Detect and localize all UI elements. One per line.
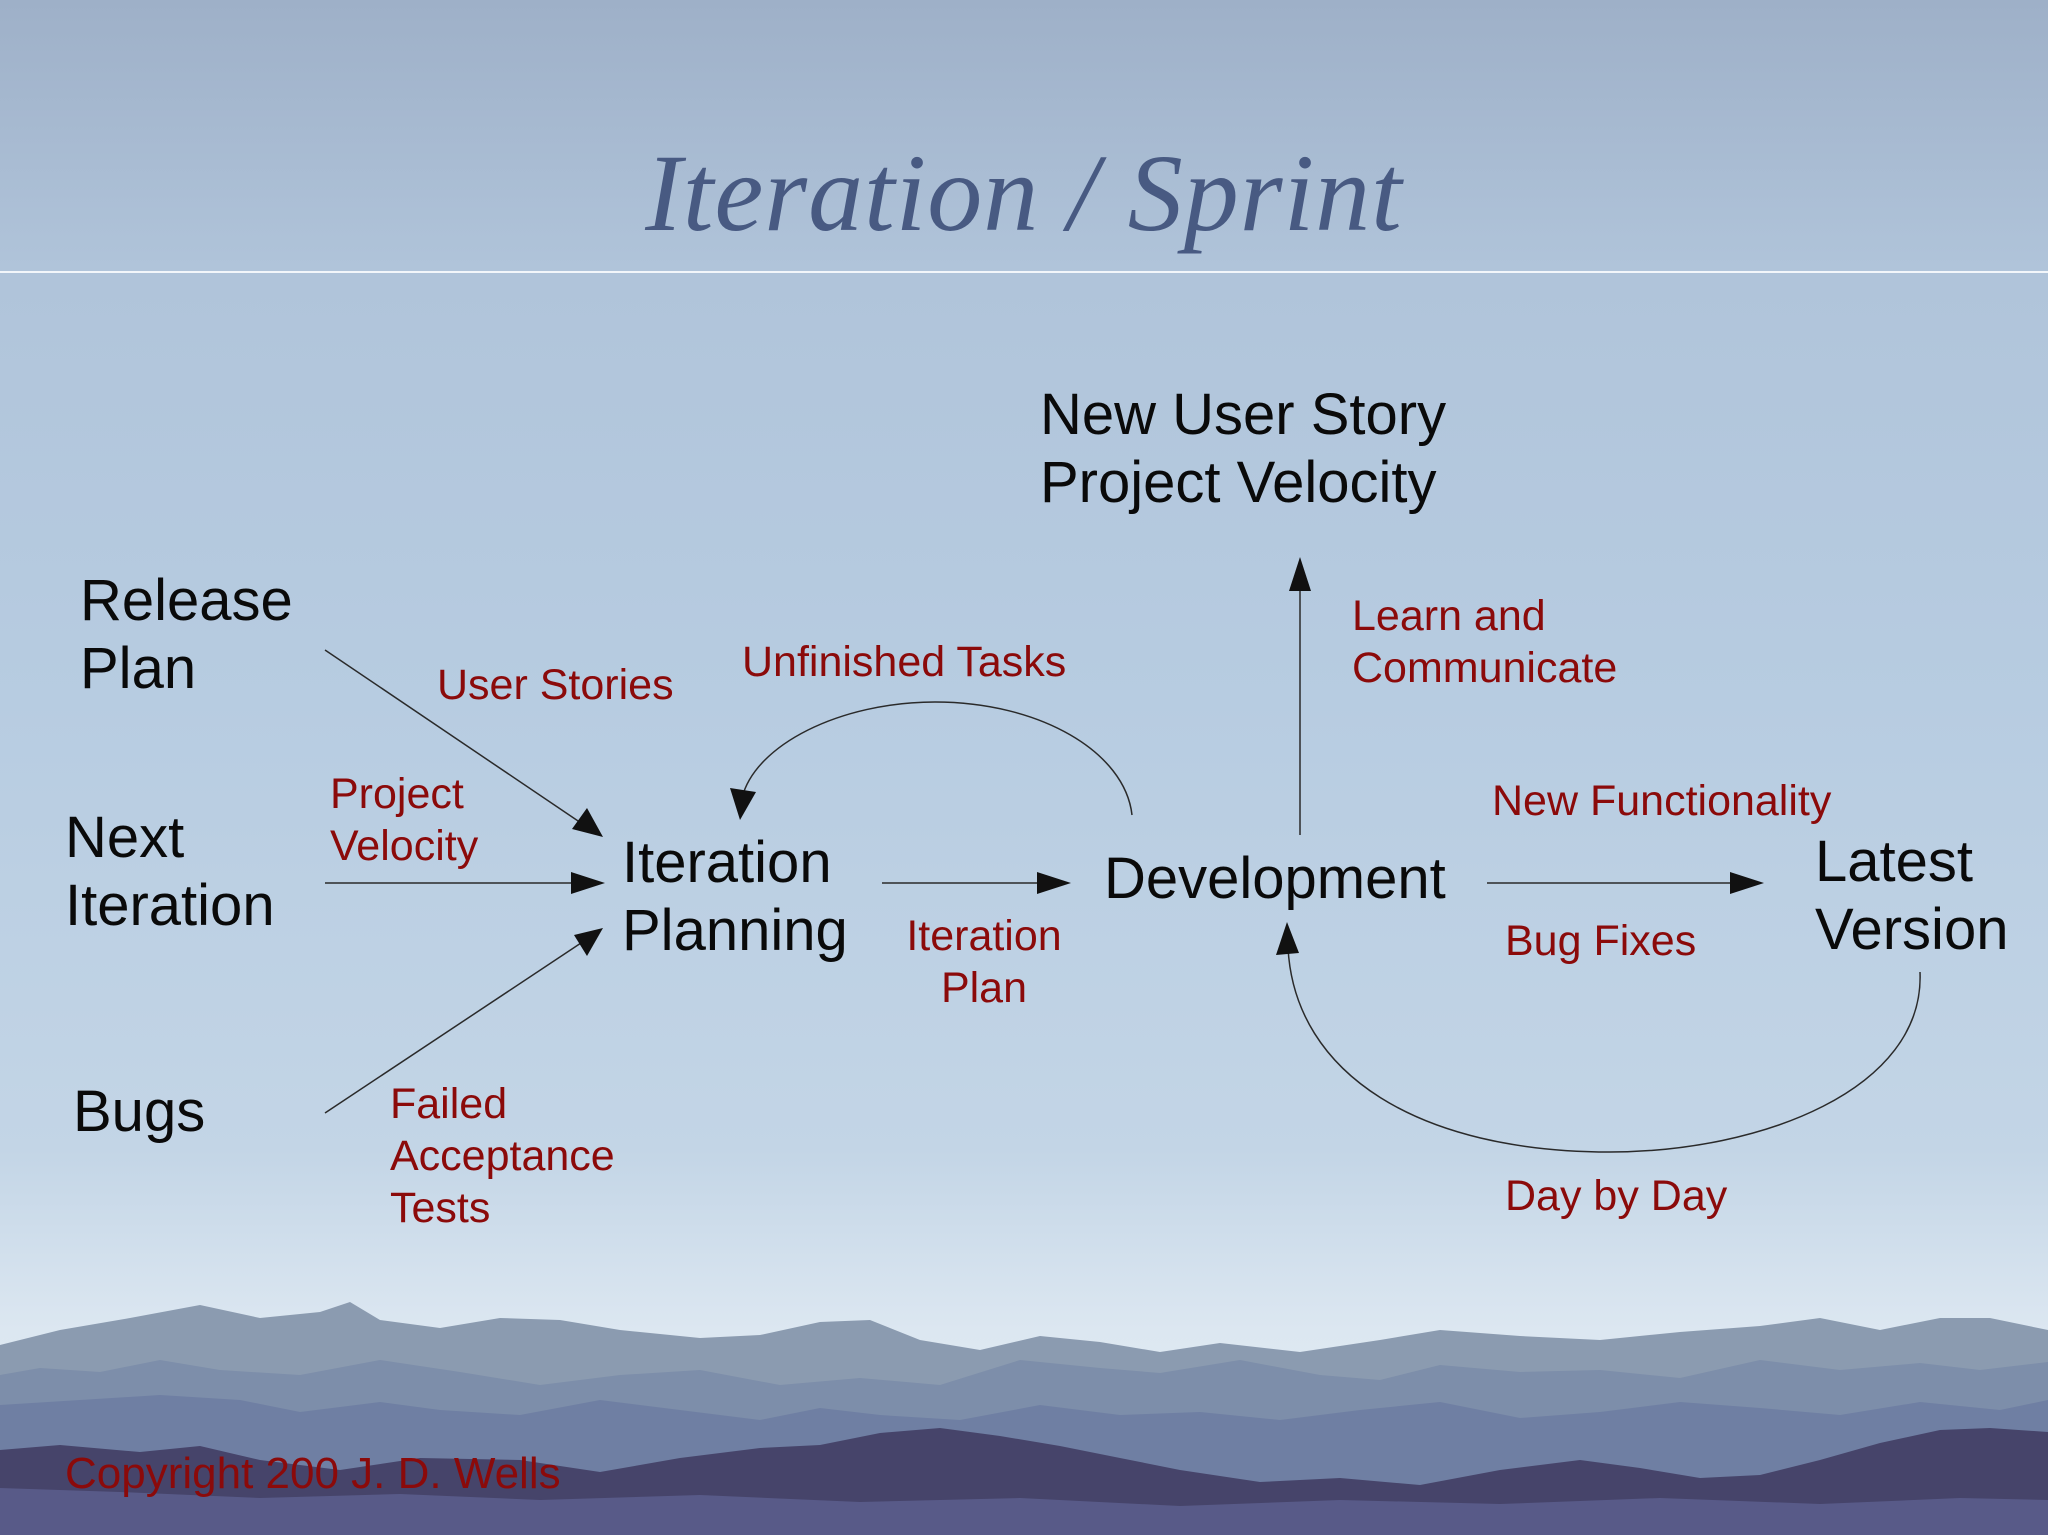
node-bugs: Bugs [73,1079,206,1144]
label-unfinished-tasks: Unfinished Tasks [742,638,1067,686]
node-latest-version: Latest Version [1815,828,2008,964]
node-iteration-planning-line-1: Iteration [622,830,832,895]
label-bug-fixes: Bug Fixes [1505,917,1697,965]
label-user-stories: User Stories [437,661,674,709]
copyright-notice: Copyright 200 J. D. Wells [65,1449,561,1498]
node-release-plan: Release Plan [80,567,293,703]
node-new-user-story-line-2: Project Velocity [1040,450,1437,515]
node-release-plan-line-1: Release [80,568,293,633]
node-development: Development [1104,846,1446,911]
mountain-range-foreground [0,1488,2048,1535]
node-new-user-story: New User Story Project Velocity [1040,381,1446,517]
node-next-iteration-line-2: Iteration [65,873,275,938]
node-latest-version-line-1: Latest [1815,829,1973,894]
node-new-user-story-line-1: New User Story [1040,382,1447,447]
node-next-iteration-line-1: Next [65,805,185,870]
label-iteration-plan-line-1: Iteration [906,912,1062,960]
title-divider [0,271,2048,273]
node-release-plan-line-2: Plan [80,636,197,701]
label-iteration-plan: Iteration Plan [894,910,1074,1014]
label-learn-and-communicate-line-1: Learn and [1352,592,1546,640]
label-failed-acceptance-tests-line-3: Tests [390,1184,491,1232]
label-learn-and-communicate: Learn and Communicate [1352,590,1617,694]
label-learn-and-communicate-line-2: Communicate [1352,644,1618,692]
arrow-bugs-to-planning [324,928,603,1114]
arrow-next-iteration-to-planning [325,872,605,894]
label-day-by-day: Day by Day [1505,1172,1728,1220]
label-project-velocity: Project Velocity [330,768,478,872]
label-failed-acceptance-tests: Failed Acceptance Tests [390,1078,615,1234]
label-project-velocity-line-1: Project [330,770,464,818]
node-iteration-planning: Iteration Planning [622,829,848,965]
node-next-iteration: Next Iteration [65,804,275,940]
label-iteration-plan-line-2: Plan [940,964,1028,1012]
arrow-development-to-latest-version [1487,872,1764,894]
arrow-development-to-new-user-story [1289,557,1311,835]
arrow-unfinished-tasks-loop [730,701,1133,820]
label-failed-acceptance-tests-line-2: Acceptance [390,1132,615,1180]
label-failed-acceptance-tests-line-1: Failed [390,1080,508,1128]
label-project-velocity-line-2: Velocity [330,822,479,870]
label-new-functionality: New Functionality [1492,777,1832,825]
node-iteration-planning-line-2: Planning [622,898,848,963]
arrow-day-by-day-loop [1276,922,1921,1153]
node-latest-version-line-2: Version [1815,897,2009,962]
arrow-release-plan-to-planning [324,649,603,837]
page-title: Iteration / Sprint [645,132,1403,254]
arrow-planning-to-development [882,872,1071,894]
